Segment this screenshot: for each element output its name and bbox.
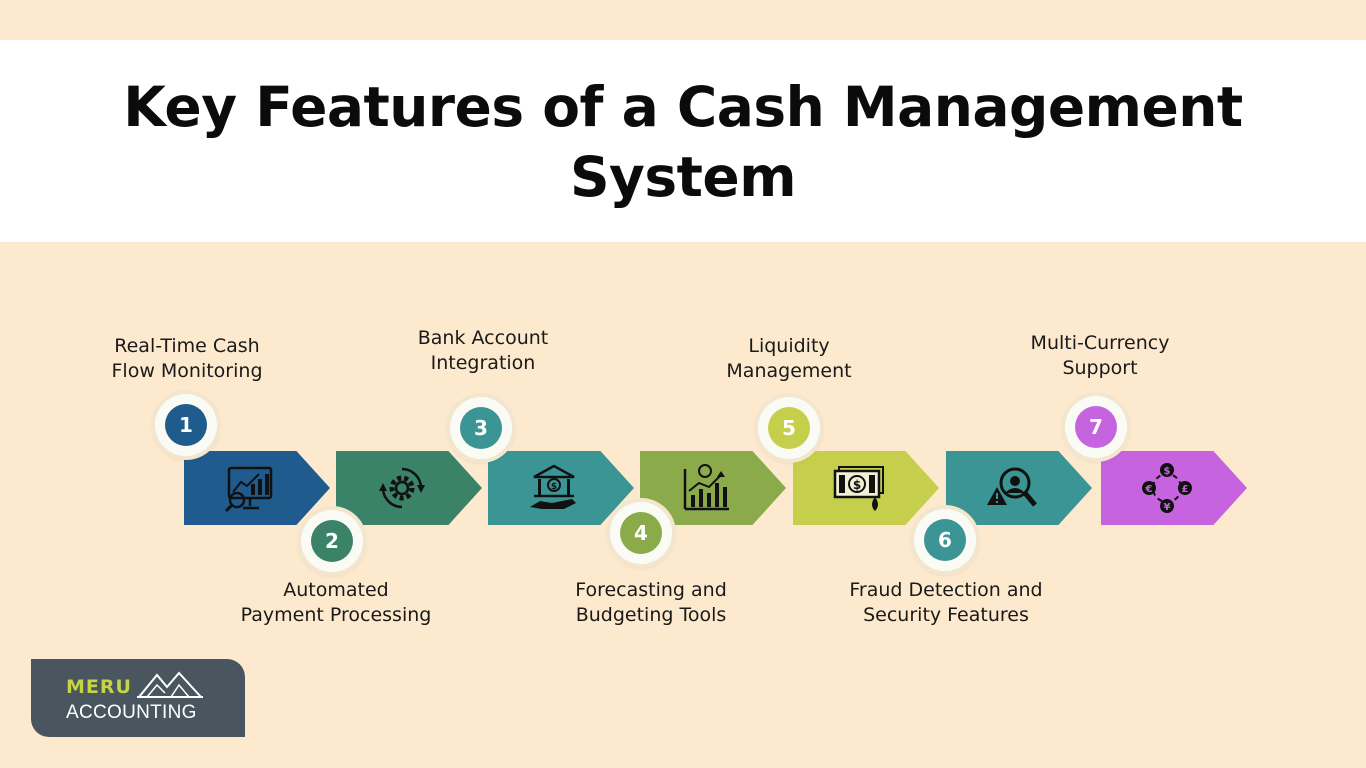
step-5-number: 5: [768, 407, 810, 449]
step-5-badge: 5: [758, 397, 820, 459]
step-6-number: 6: [924, 519, 966, 561]
bank-hand-icon: $: [530, 464, 576, 509]
monitor-chart-icon: [224, 466, 273, 512]
step-5-label-line2: Management: [726, 360, 852, 382]
step-3-badge: 3: [450, 397, 512, 459]
gear-cycle-icon: [379, 467, 425, 509]
step-5-label-line1: Liquidity: [748, 335, 830, 357]
step-4-number: 4: [620, 512, 662, 554]
step-7-number: 7: [1075, 406, 1117, 448]
step-2-label-line2: Payment Processing: [240, 604, 432, 626]
svg-text:$: $: [853, 478, 861, 492]
svg-text:¥: ¥: [1164, 502, 1171, 513]
step-6-arrow: [946, 451, 1092, 525]
title-band: [0, 40, 1366, 242]
step-5-label: Liquidity Management: [659, 334, 919, 384]
step-7-label: Multi-Currency Support: [970, 331, 1230, 381]
step-1-arrow: [184, 451, 330, 525]
currency-exchange-icon: $ ¥ € £: [1142, 463, 1192, 513]
logo-meru-text: MERU: [66, 676, 132, 698]
step-4-badge: 4: [610, 502, 672, 564]
step-2-number: 2: [311, 520, 353, 562]
logo-accounting-text: ACCOUNTING: [66, 702, 197, 723]
svg-text:€: €: [1145, 484, 1153, 495]
cash-drop-icon: $: [833, 466, 884, 511]
step-2-label: Automated Payment Processing: [206, 578, 466, 628]
step-1-label-line2: Flow Monitoring: [111, 360, 263, 382]
step-7-label-line1: Multi-Currency: [1030, 332, 1170, 354]
step-6-label: Fraud Detection and Security Features: [816, 578, 1076, 628]
svg-text:$: $: [551, 482, 557, 492]
step-4-label: Forecasting and Budgeting Tools: [521, 578, 781, 628]
step-4-label-line1: Forecasting and: [575, 579, 727, 601]
fraud-search-icon: [987, 467, 1037, 507]
step-7-label-line2: Support: [1062, 357, 1138, 379]
step-6-label-line1: Fraud Detection and: [849, 579, 1043, 601]
step-2-badge: 2: [301, 510, 363, 572]
step-6-label-line2: Security Features: [863, 604, 1029, 626]
step-3-arrow: $: [488, 451, 634, 525]
step-5-arrow: $: [793, 451, 939, 525]
svg-text:£: £: [1182, 484, 1189, 495]
step-1-number: 1: [165, 404, 207, 446]
svg-text:$: $: [1164, 466, 1171, 477]
meru-accounting-logo: MERU ACCOUNTING: [31, 659, 245, 737]
step-4-label-line2: Budgeting Tools: [575, 604, 727, 626]
forecast-chart-icon: [683, 464, 729, 511]
page-title: Key Features of a Cash Management System: [123, 75, 1243, 209]
step-1-label: Real-Time Cash Flow Monitoring: [57, 334, 317, 384]
mountain-icon: [137, 671, 203, 698]
step-3-label-line2: Integration: [430, 352, 536, 374]
step-6-badge: 6: [914, 509, 976, 571]
step-3-label: Bank Account Integration: [353, 326, 613, 376]
step-2-arrow: [336, 451, 482, 525]
step-3-number: 3: [460, 407, 502, 449]
step-7-arrow: $ ¥ € £: [1101, 451, 1247, 525]
step-7-badge: 7: [1065, 396, 1127, 458]
step-3-label-line1: Bank Account: [417, 327, 549, 349]
step-2-label-line1: Automated: [283, 579, 389, 601]
step-4-arrow: [640, 451, 786, 525]
step-1-badge: 1: [155, 394, 217, 456]
step-1-label-line1: Real-Time Cash: [114, 335, 260, 357]
